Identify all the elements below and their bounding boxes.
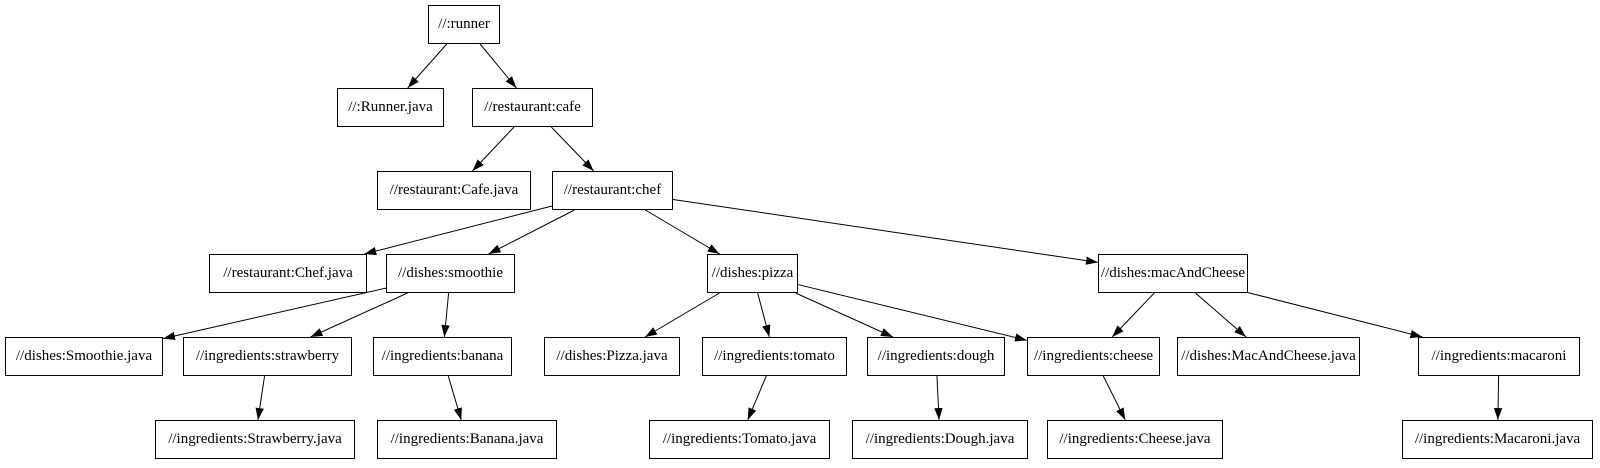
- graph-edge-chef-to-smoothie: [488, 209, 575, 255]
- graph-edge-pizza-to-tomato: [757, 292, 771, 338]
- graph-node-cafe: //restaurant:cafe: [472, 88, 593, 127]
- graph-node-cafe_java: //restaurant:Cafe.java: [377, 171, 531, 210]
- graph-node-banana_java: //ingredients:Banana.java: [377, 420, 557, 459]
- graph-node-pizza_java: //dishes:Pizza.java: [544, 337, 680, 376]
- graph-node-chef_java: //restaurant:Chef.java: [209, 254, 367, 293]
- graph-edge-chef-to-mac_and_cheese: [672, 198, 1099, 265]
- graph-node-strawberry_java: //ingredients:Strawberry.java: [155, 420, 355, 459]
- graph-node-strawberry: //ingredients:strawberry: [183, 337, 352, 376]
- graph-edge-cheese-to-cheese_java: [1102, 375, 1126, 421]
- graph-edge-smoothie-to-banana: [441, 292, 450, 338]
- graph-node-banana: //ingredients:banana: [373, 337, 512, 376]
- graph-node-dough: //ingredients:dough: [867, 337, 1005, 376]
- graph-edge-dough-to-dough_java: [934, 375, 943, 421]
- graph-edge-pizza-to-pizza_java: [644, 292, 720, 338]
- graph-edge-chef-to-chef_java: [364, 205, 553, 256]
- graph-edge-cafe-to-chef: [550, 126, 595, 172]
- graph-edge-cafe-to-cafe_java: [472, 126, 515, 172]
- graph-node-macaroni_java: //ingredients:Macaroni.java: [1402, 420, 1593, 459]
- graph-node-tomato: //ingredients:tomato: [702, 337, 847, 376]
- graph-edge-tomato-to-tomato_java: [747, 375, 767, 421]
- graph-edge-banana-to-banana_java: [447, 375, 462, 421]
- graph-node-cheese_java: //ingredients:Cheese.java: [1047, 420, 1223, 459]
- graph-edge-runner-to-cafe: [479, 43, 517, 89]
- graph-edge-smoothie-to-strawberry: [310, 292, 408, 338]
- graph-node-runner: //:runner: [428, 5, 500, 44]
- graph-edge-mac_and_cheese-to-mac_and_cheese_java: [1195, 292, 1247, 338]
- graph-node-smoothie: //dishes:smoothie: [386, 254, 515, 293]
- graph-edge-smoothie-to-smoothie_java: [162, 287, 387, 341]
- graph-node-smoothie_java: //dishes:Smoothie.java: [5, 337, 163, 376]
- graph-node-cheese: //ingredients:cheese: [1027, 337, 1160, 376]
- graph-edge-mac_and_cheese-to-macaroni: [1247, 292, 1423, 339]
- graph-edge-pizza-to-cheese: [797, 284, 1028, 342]
- graph-node-macaroni: //ingredients:macaroni: [1418, 337, 1580, 376]
- graph-edge-mac_and_cheese-to-cheese: [1111, 292, 1155, 338]
- graph-node-dough_java: //ingredients:Dough.java: [852, 420, 1028, 459]
- graph-edge-macaroni-to-macaroni_java: [1493, 375, 1503, 421]
- graph-edge-chef-to-pizza: [645, 209, 720, 255]
- graph-node-mac_and_cheese: //dishes:macAndCheese: [1098, 254, 1248, 293]
- graph-node-chef: //restaurant:chef: [552, 171, 673, 210]
- graph-edge-runner-to-runner_java: [407, 43, 448, 89]
- graph-edge-pizza-to-dough: [795, 292, 894, 338]
- graph-edge-strawberry-to-strawberry_java: [255, 375, 266, 421]
- graph-node-runner_java: //:Runner.java: [337, 88, 444, 127]
- graph-node-mac_and_cheese_java: //dishes:MacAndCheese.java: [1177, 337, 1360, 376]
- graph-node-pizza: //dishes:pizza: [707, 254, 798, 293]
- graph-node-tomato_java: //ingredients:Tomato.java: [649, 420, 830, 459]
